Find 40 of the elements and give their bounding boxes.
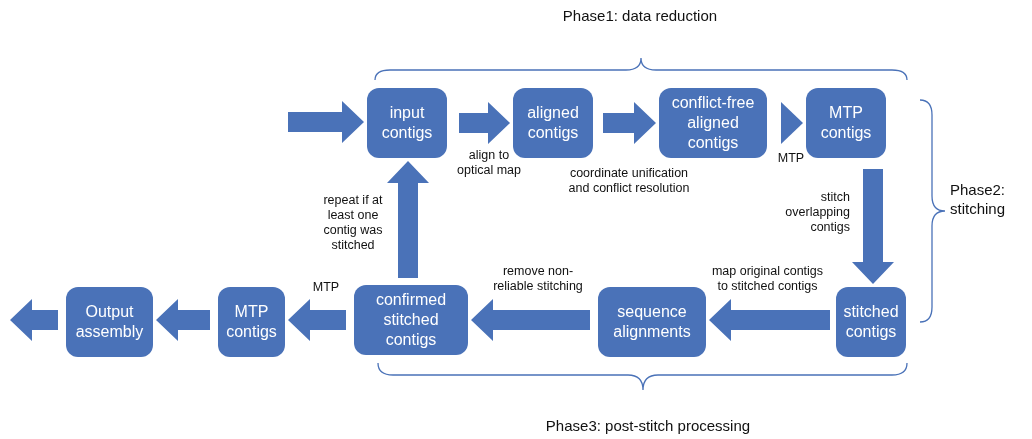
block-arrow [10, 299, 58, 341]
edge-label: coordinate unification and conflict resolution [567, 166, 691, 196]
phase-label: Phase1: data reduction [561, 6, 719, 25]
block-arrow [471, 299, 590, 341]
edge-label: MTP [311, 280, 341, 295]
process-box [66, 287, 153, 357]
process-box [659, 88, 767, 158]
box-label: stitched contigs [842, 302, 900, 342]
block-arrow [288, 299, 346, 341]
box-label: MTP contigs [225, 302, 278, 342]
box-label: input contigs [380, 103, 434, 143]
block-arrow [156, 299, 210, 341]
process-box [513, 88, 593, 158]
process-box [806, 88, 886, 158]
edge-label: repeat if at least one contig was stitched [322, 193, 384, 253]
process-box [367, 88, 447, 158]
edge-label: stitch overlapping contigs [784, 190, 850, 235]
box-label: MTP contigs [819, 103, 873, 143]
process-box [836, 287, 906, 357]
block-arrow [603, 102, 656, 144]
block-arrow [781, 102, 803, 144]
box-label: aligned contigs [526, 103, 580, 143]
block-arrow [387, 161, 429, 278]
box-label: confirmed stitched contigs [374, 290, 448, 350]
edge-label: remove non-reliable stitching [492, 264, 584, 294]
process-box [354, 285, 468, 355]
block-arrow [852, 169, 894, 284]
process-box [218, 287, 285, 357]
box-label: Output assembly [74, 302, 145, 342]
phase-label: Phase2: stitching [950, 180, 1007, 218]
edge-label: align to optical map [456, 148, 522, 178]
box-label: sequence alignments [612, 302, 692, 342]
edge-label: MTP [776, 151, 806, 166]
block-arrow [709, 299, 830, 341]
phase-label: Phase3: post-stitch processing [544, 416, 752, 435]
edge-label: map original contigs to stitched contigs [710, 264, 825, 294]
box-label: conflict-free aligned contigs [670, 93, 756, 153]
process-box [598, 287, 706, 357]
block-arrow [459, 102, 510, 144]
block-arrow [288, 101, 364, 143]
